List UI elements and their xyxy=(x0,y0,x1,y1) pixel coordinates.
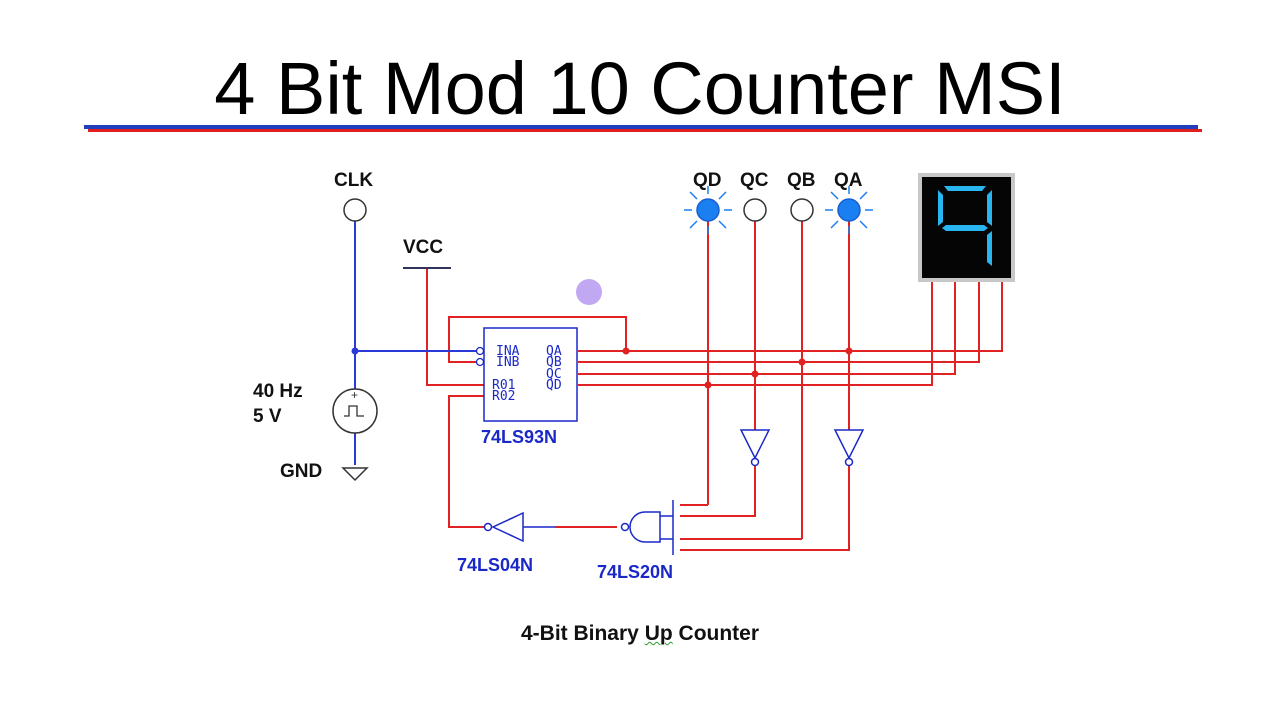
clk-junction-dot xyxy=(351,347,359,355)
display-digit-segments xyxy=(938,186,992,266)
pin-qd: QD xyxy=(546,378,562,393)
svg-text:+: + xyxy=(351,388,358,402)
qb-output-label: QB xyxy=(787,170,816,191)
page-title: 4 Bit Mod 10 Counter MSI xyxy=(214,47,1066,130)
qa-output-label: QA xyxy=(834,170,863,191)
qc-output-label: QC xyxy=(740,170,769,191)
led-qa xyxy=(825,186,873,234)
chip-74ls93n[interactable]: INA INB R01 R02 QA QB QC QD xyxy=(475,327,578,422)
title-underline-blue xyxy=(84,125,1198,129)
pin-inb: INB xyxy=(496,355,520,370)
qd-output-label: QD xyxy=(693,170,722,191)
chip-label-74ls20n: 74LS20N xyxy=(597,562,673,582)
inverter-qc xyxy=(739,429,771,467)
pin-qa: QA xyxy=(546,344,562,359)
caption-prefix: 4-Bit Binary xyxy=(520,622,645,645)
clock-source[interactable]: + xyxy=(332,388,378,434)
led-qa-rays xyxy=(825,186,873,234)
led-qb xyxy=(790,198,814,222)
inverter-74ls04n[interactable] xyxy=(483,511,556,543)
red-wires xyxy=(426,218,1003,551)
junction-dots xyxy=(622,347,853,389)
pin-r01: R01 xyxy=(492,378,515,393)
pin-qb: QB xyxy=(546,355,562,370)
ground-symbol xyxy=(341,467,369,482)
mouse-cursor-highlight xyxy=(576,279,602,305)
led-qc xyxy=(743,198,767,222)
vcc-label: VCC xyxy=(403,237,443,258)
pin-r02: R02 xyxy=(492,389,515,404)
pin-ina: INA xyxy=(496,344,520,359)
chip-label-74ls04n: 74LS04N xyxy=(457,555,533,575)
led-qd-rays xyxy=(684,186,732,234)
source-voltage-label: 5 V xyxy=(253,406,282,427)
caption-suffix: Counter xyxy=(672,622,760,645)
caption-word: Up xyxy=(644,622,673,645)
source-frequency-label: 40 Hz xyxy=(253,381,303,402)
inverter-qa xyxy=(833,429,865,467)
title-underline-red xyxy=(88,129,1202,132)
diagram-caption: 4-Bit Binary Up Counter xyxy=(0,622,1280,646)
clk-terminal[interactable] xyxy=(343,198,367,222)
led-qd xyxy=(684,186,732,234)
pin-qc: QC xyxy=(546,367,562,382)
chip-label-74ls93n: 74LS93N xyxy=(481,427,557,447)
nand-gate-74ls20n[interactable] xyxy=(620,500,674,555)
clk-label: CLK xyxy=(334,170,373,191)
seven-segment-display: 9 xyxy=(918,173,1015,282)
gnd-label: GND xyxy=(280,461,322,482)
display-digit-value: 9 xyxy=(966,239,968,241)
